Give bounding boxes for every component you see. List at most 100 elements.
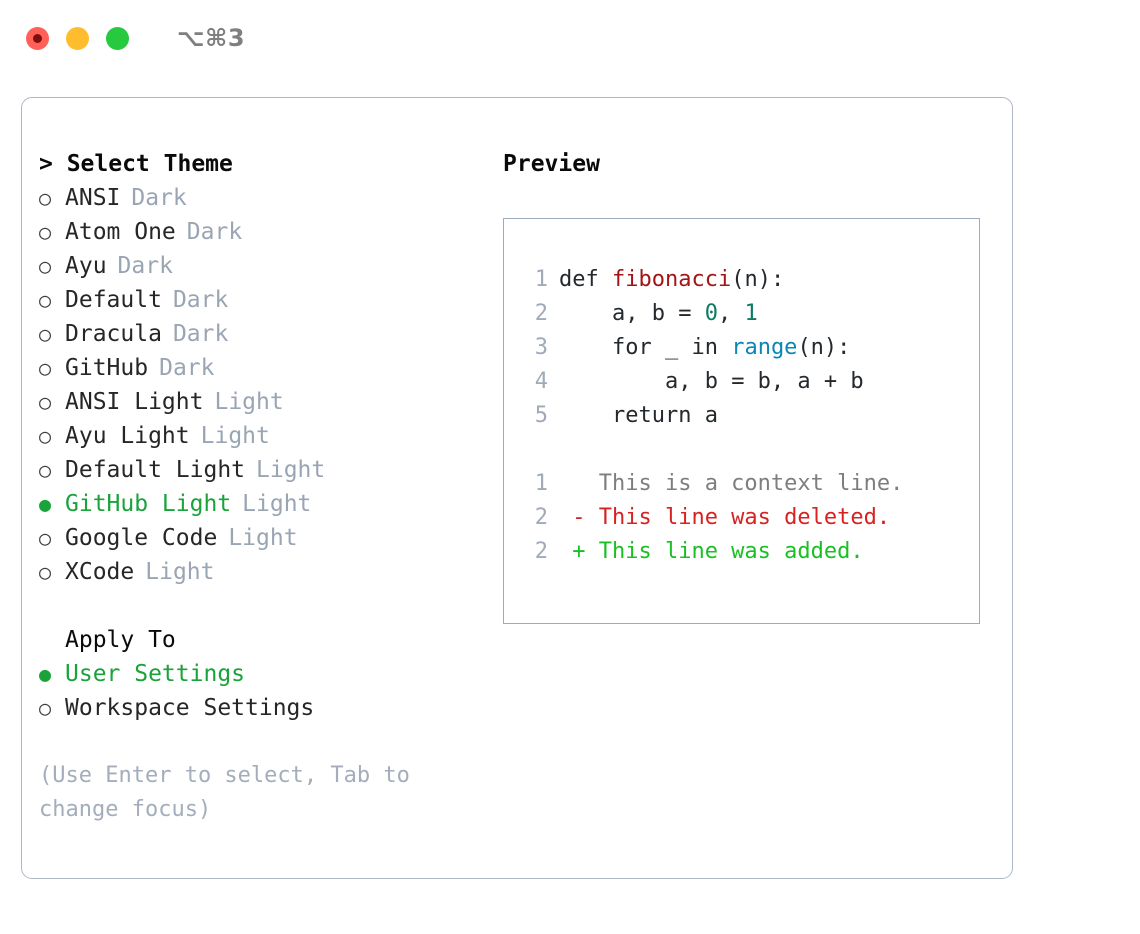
- code-token-plain: ,: [717, 301, 745, 326]
- theme-option-tag: Light: [256, 457, 326, 483]
- radio-unselected-icon: ○: [39, 696, 52, 720]
- select-theme-heading: > Select Theme: [39, 151, 233, 177]
- theme-option-ansi-light[interactable]: ○ ANSI Light Light: [39, 385, 492, 419]
- theme-option-xcode[interactable]: ○ XCode Light: [39, 555, 492, 589]
- radio-selected-icon: ●: [39, 662, 52, 686]
- theme-option-tag: Dark: [172, 321, 229, 347]
- apply-to-option-workspace-settings[interactable]: ○Workspace Settings: [39, 691, 492, 725]
- title-bar: ⌥⌘3: [0, 0, 1140, 76]
- apply-to-heading: Apply To: [65, 627, 176, 653]
- minimize-button-icon[interactable]: [66, 26, 89, 50]
- keyboard-hint: (Use Enter to select, Tab to change focu…: [39, 763, 424, 822]
- radio-unselected-icon: ○: [39, 424, 52, 448]
- theme-option-ayu[interactable]: ○ Ayu Dark: [39, 249, 492, 283]
- code-token-plain: (n):: [731, 267, 785, 292]
- radio-unselected-icon: ○: [39, 288, 52, 312]
- maximize-button-icon[interactable]: [106, 26, 129, 50]
- theme-option-tag: Light: [200, 423, 270, 449]
- code-text: for _ in range(n):: [559, 335, 850, 360]
- traffic-lights: [26, 26, 129, 50]
- theme-option-tag: Light: [214, 389, 284, 415]
- theme-option-tag: Dark: [117, 253, 173, 279]
- code-token-fn: fibonacci: [611, 267, 732, 292]
- radio-unselected-icon: ○: [39, 186, 52, 210]
- theme-option-label: ANSI Light: [65, 389, 204, 415]
- theme-option-dracula[interactable]: ○ Dracula Dark: [39, 317, 492, 351]
- line-number: 2: [534, 505, 548, 530]
- theme-option-label: Dracula: [65, 321, 162, 347]
- code-text: a, b = b, a + b: [559, 369, 864, 394]
- code-line: 2 a, b = 0, 1: [524, 297, 979, 331]
- code-token-plain: a, b = b, a + b: [664, 369, 864, 394]
- preview-heading: Preview: [503, 151, 600, 177]
- radio-unselected-icon: ○: [39, 220, 52, 244]
- code-text: return a: [559, 403, 718, 428]
- radio-unselected-icon: ○: [39, 322, 52, 346]
- radio-unselected-icon: ○: [39, 458, 52, 482]
- theme-option-default[interactable]: ○ Default Dark: [39, 283, 492, 317]
- line-number: 1: [534, 267, 548, 292]
- code-token-plain: for _ in: [611, 335, 732, 360]
- line-number: 5: [534, 403, 548, 428]
- radio-unselected-icon: ○: [39, 560, 52, 584]
- diff-text: - This line was deleted.: [559, 505, 891, 530]
- code-token-plain: a, b =: [611, 301, 705, 326]
- code-token-plain: return a: [611, 403, 718, 428]
- code-token-num: 0: [704, 301, 718, 326]
- theme-option-atom-one[interactable]: ○ Atom One Dark: [39, 215, 492, 249]
- diff-line-ctx: 1 This is a context line.: [524, 467, 979, 501]
- code-line: 1 def fibonacci(n):: [524, 263, 979, 297]
- code-line: 5 return a: [524, 399, 979, 433]
- window-title: ⌥⌘3: [177, 24, 246, 52]
- code-token-plain: (n):: [797, 335, 851, 360]
- theme-option-tag: Dark: [159, 355, 215, 381]
- line-number: 3: [534, 335, 548, 360]
- line-number: 1: [534, 471, 548, 496]
- code-token-num: 1: [744, 301, 758, 326]
- diff-text: This is a context line.: [559, 471, 904, 496]
- theme-option-label: Atom One: [65, 219, 176, 245]
- theme-option-tag: Light: [145, 559, 215, 585]
- radio-unselected-icon: ○: [39, 254, 52, 278]
- code-line: 3 for _ in range(n):: [524, 331, 979, 365]
- theme-option-label: Default: [65, 287, 162, 313]
- theme-option-tag: Dark: [186, 219, 243, 245]
- code-diff-gap: [524, 433, 979, 467]
- apply-to-list[interactable]: ● User Settings ○Workspace Settings: [39, 657, 492, 725]
- apply-to-option-label: User Settings: [65, 661, 246, 687]
- theme-option-label: GitHub: [65, 355, 149, 381]
- line-number: 4: [534, 369, 548, 394]
- radio-unselected-icon: ○: [39, 390, 52, 414]
- line-number: 2: [534, 301, 548, 326]
- theme-option-label: Ayu Light: [65, 423, 190, 449]
- diff-sample: 1 This is a context line.2 - This line w…: [524, 467, 979, 569]
- theme-option-tag: Dark: [172, 287, 229, 313]
- code-token-call: range: [731, 335, 798, 360]
- theme-option-ayu-light[interactable]: ○ Ayu Light Light: [39, 419, 492, 453]
- apply-to-option-user-settings[interactable]: ● User Settings: [39, 657, 492, 691]
- radio-selected-icon: ●: [39, 492, 52, 516]
- close-button-icon[interactable]: [26, 26, 49, 50]
- code-text: def fibonacci(n):: [559, 267, 784, 292]
- diff-text: + This line was added.: [559, 539, 864, 564]
- theme-option-label: XCode: [65, 559, 135, 585]
- code-text: a, b = 0, 1: [559, 301, 758, 326]
- diff-line-del: 2 - This line was deleted.: [524, 501, 979, 535]
- theme-option-label: Google Code: [65, 525, 218, 551]
- theme-option-label: ANSI: [65, 185, 121, 211]
- theme-option-label: Ayu: [65, 253, 107, 279]
- theme-option-label: GitHub Light: [65, 491, 232, 517]
- line-number: 2: [534, 539, 548, 564]
